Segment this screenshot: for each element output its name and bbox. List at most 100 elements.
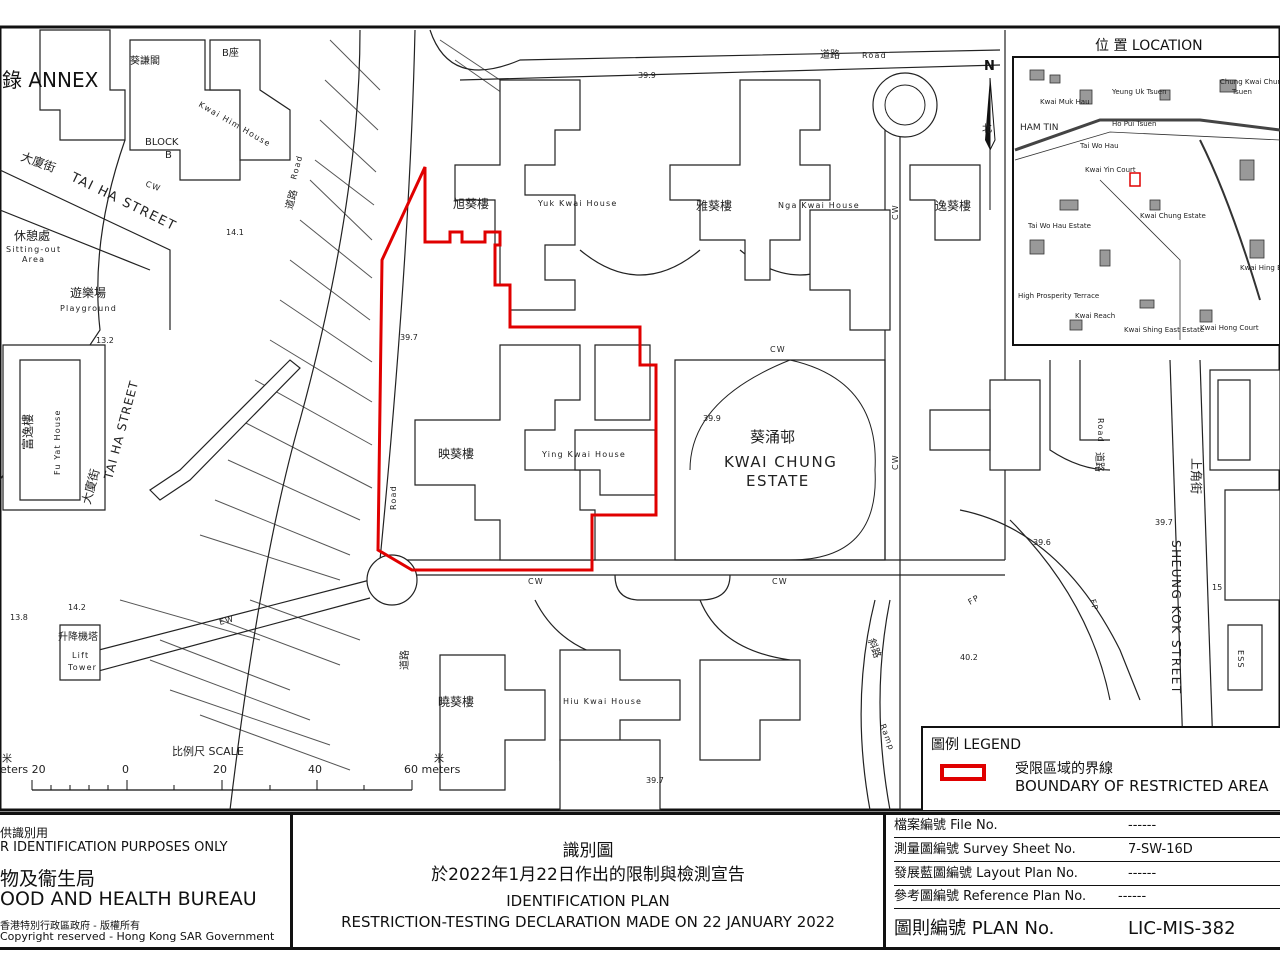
svg-text:15: 15 [1212, 583, 1222, 592]
svg-text:39.7: 39.7 [646, 776, 664, 785]
playground-en: Playground [60, 304, 117, 313]
title-block: 供識別用 R IDENTIFICATION PURPOSES ONLY 物及衞生… [0, 812, 1280, 960]
svg-text:Tai Wo Hau Estate: Tai Wo Hau Estate [1027, 222, 1091, 230]
house-zh-yat: 逸葵樓 [935, 198, 971, 213]
svg-text:20: 20 [213, 763, 227, 776]
svg-text:Kwai Muk Hau: Kwai Muk Hau [1040, 98, 1090, 106]
svg-text:High Prosperity Terrace: High Prosperity Terrace [1018, 292, 1099, 300]
svg-text:13.2: 13.2 [96, 336, 114, 345]
svg-text:14.2: 14.2 [68, 603, 86, 612]
road-zh-left: 道路 [282, 188, 300, 211]
fu-yat-en: Fu Yat House [53, 409, 62, 475]
left-buildings [2, 29, 301, 681]
road-abbreviations: CW CW CW CW CW CW EW FP FP Road 道路 Road … [144, 48, 1106, 670]
svg-text:Kwai Hing Estate: Kwai Hing Estate [1240, 264, 1280, 272]
svg-text:39.7: 39.7 [400, 333, 418, 342]
block-label: BLOCK [145, 137, 179, 148]
plan-references-panel: 檔案編號 File No. ------ 測量圖編號 Survey Sheet … [886, 812, 1280, 950]
scale-bar: 比例尺 SCALE 米 eters 20 0 20 40 米 60 meters [0, 744, 461, 791]
house-en-ying: Ying Kwai House [541, 450, 626, 459]
svg-text:CW: CW [528, 577, 544, 586]
svg-text:米: 米 [434, 752, 444, 765]
slope-hatching [119, 39, 506, 771]
svg-text:60 meters: 60 meters [404, 763, 461, 776]
issuer-line-2: R IDENTIFICATION PURPOSES ONLY [0, 840, 228, 855]
issuer-line-4: OOD AND HEALTH BUREAU [0, 888, 257, 910]
svg-text:CW: CW [891, 454, 900, 470]
location-marker [1129, 172, 1141, 187]
svg-text:Kwai Reach: Kwai Reach [1075, 312, 1115, 320]
svg-text:Kwai Shing East Estate: Kwai Shing East Estate [1124, 326, 1204, 334]
svg-text:40: 40 [308, 763, 322, 776]
svg-text:CW: CW [770, 345, 786, 354]
legend-item-zh: 受限區域的界線 [1015, 761, 1113, 777]
issuer-line-1: 供識別用 [0, 826, 49, 840]
svg-text:39.9: 39.9 [703, 414, 721, 423]
svg-text:eters 20: eters 20 [0, 763, 46, 776]
svg-text:N: N [984, 59, 995, 74]
sitting-out-zh: 休憩處 [14, 228, 50, 243]
annex-label: 錄 ANNEX [2, 68, 99, 92]
lift-tower-tower: Tower [67, 663, 97, 672]
svg-text:Road: Road [862, 51, 887, 60]
svg-text:Chung Kwai Chung: Chung Kwai Chung [1220, 78, 1280, 86]
location-places: Yeung Uk Tsuen Kwai Muk Hau Ho Pui Tsuen… [1018, 78, 1280, 334]
house-zh-ying: 映葵樓 [438, 446, 474, 461]
playground-zh: 遊樂場 [70, 285, 106, 300]
svg-text:CW: CW [144, 179, 162, 193]
svg-text:FP: FP [1088, 598, 1100, 612]
house-en-nga: Nga Kwai House [778, 201, 860, 210]
restricted-area-boundary[interactable] [376, 166, 658, 572]
svg-text:道路: 道路 [398, 650, 411, 670]
svg-text:40.2: 40.2 [960, 653, 978, 662]
plan-no-row: 圖則編號 PLAN No. LIC-MIS-382 [894, 918, 1236, 939]
block-b-zh-2: B座 [222, 46, 239, 59]
tai-ha-street-en: TAI HA STREET [67, 170, 178, 235]
estate-name-en-2: ESTATE [746, 472, 810, 490]
ramp-zh: 斜路 [865, 637, 884, 660]
sheung-kok-zh: 上角街 [1189, 458, 1203, 494]
sitting-out-area: Area [22, 255, 45, 264]
house-en-hiu: Hiu Kwai House [563, 697, 642, 706]
block-b-letter: B [165, 150, 172, 161]
site-map[interactable]: 錄 ANNEX 葵涌邨 KWAI CHUNG ESTATE 旭葵樓 Yuk Kw… [0, 0, 1280, 812]
svg-text:Kwai Chung Estate: Kwai Chung Estate [1140, 212, 1206, 220]
svg-text:Road: Road [389, 485, 398, 510]
svg-text:13.8: 13.8 [10, 613, 28, 622]
issuer-line-6: Copyright reserved - Hong Kong SAR Gover… [0, 930, 275, 943]
roundabout-north [872, 72, 938, 138]
sheung-kok-en: SHEUNG KOK STREET [1169, 540, 1183, 695]
house-zh-nga: 雅葵樓 [696, 198, 732, 213]
lift-tower-en: Lift [72, 651, 89, 660]
fu-yat-zh: 富逸樓 [20, 414, 35, 450]
file-no-row: 檔案編號 File No. ------ [894, 815, 1280, 838]
north-arrow: N 北 [982, 59, 996, 210]
house-zh-yuk: 旭葵樓 [453, 196, 489, 211]
ess-label: ESS [1236, 650, 1245, 669]
svg-text:FP: FP [967, 593, 982, 607]
estate-buildings [414, 79, 1280, 811]
svg-text:Road: Road [1096, 418, 1105, 443]
location-inset[interactable] [1012, 56, 1280, 346]
estate-open-space [674, 359, 886, 561]
svg-text:道路: 道路 [1093, 452, 1106, 472]
legend: 圖例 LEGEND 受限區域的界線 BOUNDARY OF RESTRICTED… [921, 726, 1280, 810]
spot-heights: 39.9 39.7 39.9 14.1 13.2 13.8 14.2 39.7 … [10, 71, 1222, 785]
svg-text:39.7: 39.7 [1155, 518, 1173, 527]
svg-text:14.1: 14.1 [226, 228, 244, 237]
tai-ha-street-zh: 大廈街 [19, 149, 58, 175]
svg-text:CW: CW [891, 204, 900, 220]
estate-name-zh: 葵涌邨 [750, 428, 795, 446]
plan-subtitle-en: RESTRICTION-TESTING DECLARATION MADE ON … [341, 913, 835, 931]
roundabout [366, 554, 418, 606]
svg-text:0: 0 [122, 763, 129, 776]
house-en-yuk: Yuk Kwai House [537, 199, 618, 208]
estate-name-en-1: KWAI CHUNG [724, 453, 837, 471]
issuer-line-3: 物及衞生局 [0, 868, 96, 890]
svg-text:Ho Pui Tsuen: Ho Pui Tsuen [1112, 120, 1156, 128]
layout-plan-row: 發展藍圖編號 Layout Plan No. ------ [894, 863, 1280, 886]
svg-text:米: 米 [2, 752, 12, 765]
svg-text:CW: CW [772, 577, 788, 586]
reference-plan-row: 參考圖編號 Reference Plan No. ------ [894, 886, 1280, 909]
